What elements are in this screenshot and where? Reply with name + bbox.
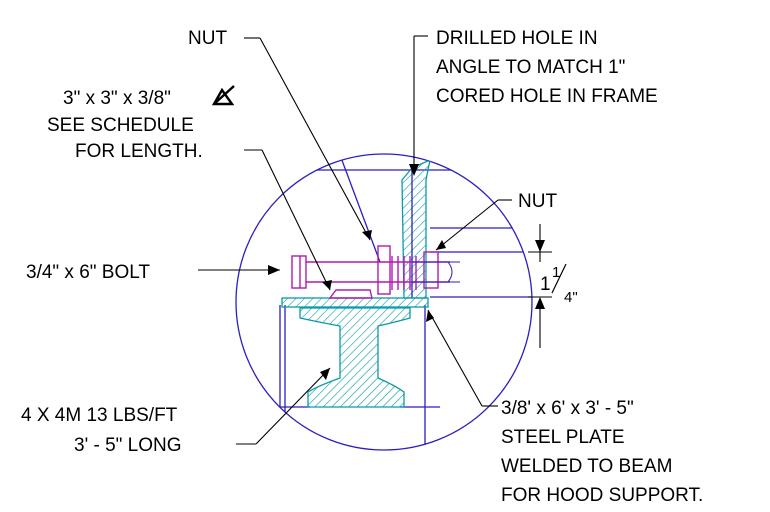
- dim-numerator: 1: [552, 264, 560, 281]
- label-angle-line1: 3" x 3" x 3/8": [63, 88, 171, 109]
- label-hole-line1: DRILLED HOLE IN: [436, 28, 598, 49]
- dim-whole: 1: [540, 274, 551, 295]
- leader-lines: [198, 35, 552, 445]
- label-angle-line2: SEE SCHEDULE: [47, 115, 194, 136]
- angle-section-icon: [211, 85, 235, 106]
- label-nut-top: NUT: [188, 28, 227, 49]
- label-plate-line4: FOR HOOD SUPPORT.: [501, 485, 703, 506]
- label-beam-line1: 4 X 4M 13 LBS/FT: [21, 405, 178, 426]
- angle-piece: [328, 289, 373, 299]
- i-beam: [299, 307, 411, 408]
- arrowheads: [268, 164, 545, 380]
- label-angle-line3: FOR LENGTH.: [75, 141, 203, 162]
- label-hole-line3: CORED HOLE IN FRAME: [436, 86, 658, 107]
- label-plate-line1: 3/8' x 6' x 3' - 5": [501, 398, 634, 419]
- nut-top-shape: [377, 245, 391, 295]
- label-beam-line2: 3' - 5" LONG: [74, 435, 182, 456]
- dim-denominator: 4": [564, 289, 578, 306]
- nut-right-shape: [423, 251, 439, 289]
- label-plate-line3: WELDED TO BEAM: [501, 456, 672, 477]
- label-bolt: 3/4" x 6" BOLT: [26, 262, 150, 283]
- label-plate-line2: STEEL PLATE: [501, 427, 625, 448]
- label-nut-right: NUT: [518, 191, 557, 212]
- label-hole-line2: ANGLE TO MATCH 1": [436, 57, 625, 78]
- bolt-shape: [291, 255, 450, 290]
- steel-plate: [281, 297, 429, 308]
- detail-circle: [235, 153, 533, 451]
